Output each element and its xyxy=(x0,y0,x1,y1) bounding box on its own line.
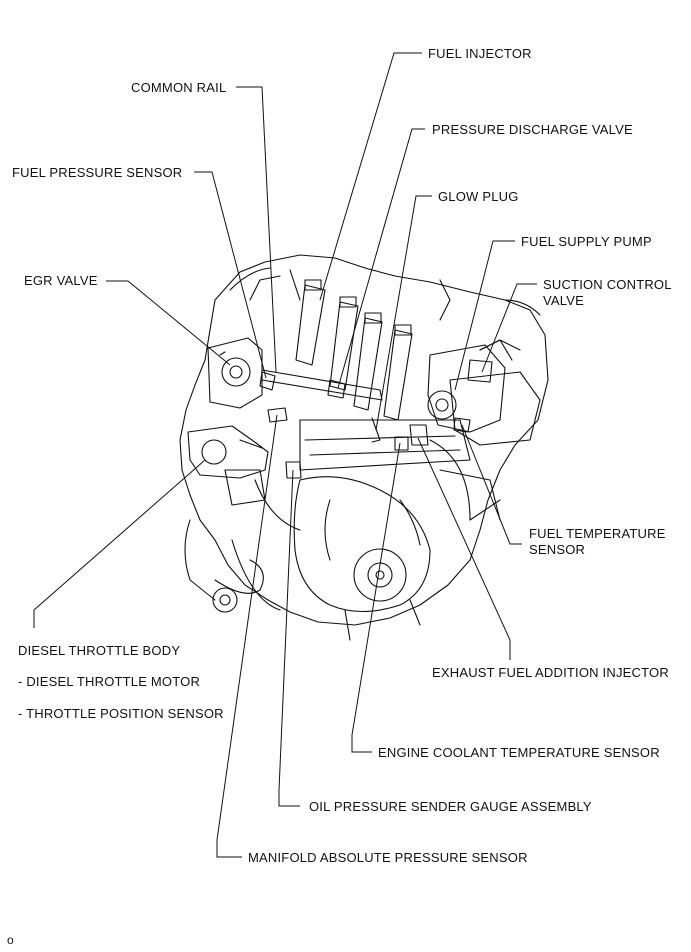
diesel-throttle-body-part xyxy=(187,425,269,479)
coolant-temp-sensor-part xyxy=(394,436,409,451)
engine-block-outline xyxy=(179,254,549,641)
leader-common-rail xyxy=(236,86,277,373)
leader-pressure-discharge-valve xyxy=(337,128,425,389)
label-fuel-supply-pump: FUEL SUPPLY PUMP xyxy=(521,234,652,249)
label-oil-pressure-sender-gauge-assembly: OIL PRESSURE SENDER GAUGE ASSEMBLY xyxy=(309,799,592,814)
leader-diesel-throttle-body xyxy=(33,459,206,628)
fuel-pressure-sensor-part xyxy=(259,371,276,391)
label-suction-control-valve: SUCTION CONTROL VALVE xyxy=(543,277,672,309)
label-engine-coolant-temperature-sensor: ENGINE COOLANT TEMPERATURE SENSOR xyxy=(378,745,660,760)
fuel-temperature-sensor-part xyxy=(453,417,471,433)
label-exhaust-fuel-addition-injector: EXHAUST FUEL ADDITION INJECTOR xyxy=(432,665,669,680)
leader-lines xyxy=(33,52,537,858)
label-pressure-discharge-valve: PRESSURE DISCHARGE VALVE xyxy=(432,122,633,137)
suction-control-valve-part xyxy=(467,359,493,383)
fuel-injector-parts xyxy=(295,279,413,421)
label-suction-control-valve-line1: SUCTION CONTROL xyxy=(543,277,672,292)
common-rail-part xyxy=(261,369,383,401)
leader-glow-plug xyxy=(375,195,432,431)
leader-egr-valve xyxy=(106,280,231,366)
leader-fuel-pressure-sensor xyxy=(194,171,267,379)
label-fuel-injector: FUEL INJECTOR xyxy=(428,46,532,61)
label-fuel-temperature-sensor-line1: FUEL TEMPERATURE xyxy=(529,526,666,541)
label-manifold-absolute-pressure-sensor: MANIFOLD ABSOLUTE PRESSURE SENSOR xyxy=(248,850,528,865)
oil-pressure-sender-part xyxy=(285,461,302,479)
leader-oil-pressure-sender xyxy=(278,469,300,807)
leader-fuel-injector xyxy=(319,52,422,301)
label-egr-valve: EGR VALVE xyxy=(24,273,98,288)
label-diesel-throttle-body: DIESEL THROTTLE BODY xyxy=(18,643,181,658)
egr-valve-part xyxy=(207,337,263,409)
glow-plug-part xyxy=(371,417,381,443)
label-fuel-temperature-sensor-line2: SENSOR xyxy=(529,542,586,557)
label-common-rail: COMMON RAIL xyxy=(131,80,227,95)
map-sensor-part xyxy=(267,407,288,423)
exhaust-fuel-addition-injector-part xyxy=(409,424,429,446)
label-diesel-throttle-motor: - DIESEL THROTTLE MOTOR xyxy=(18,674,201,689)
leader-manifold-absolute-pressure xyxy=(216,414,278,858)
figure-code: o xyxy=(7,933,14,947)
label-suction-control-valve-line2: VALVE xyxy=(543,293,584,308)
label-fuel-pressure-sensor: FUEL PRESSURE SENSOR xyxy=(12,165,183,180)
leader-suction-control-valve xyxy=(481,283,537,373)
fuel-supply-pump-part xyxy=(427,339,513,433)
leader-exhaust-fuel-addition-injector xyxy=(417,437,511,660)
label-glow-plug: GLOW PLUG xyxy=(438,189,519,204)
leader-engine-coolant-temperature-sensor xyxy=(351,442,401,753)
label-throttle-position-sensor: - THROTTLE POSITION SENSOR xyxy=(18,706,224,721)
leader-fuel-temperature-sensor xyxy=(461,424,522,545)
leader-fuel-supply-pump xyxy=(454,240,515,391)
label-fuel-temperature-sensor: FUEL TEMPERATURE SENSOR xyxy=(529,526,666,558)
